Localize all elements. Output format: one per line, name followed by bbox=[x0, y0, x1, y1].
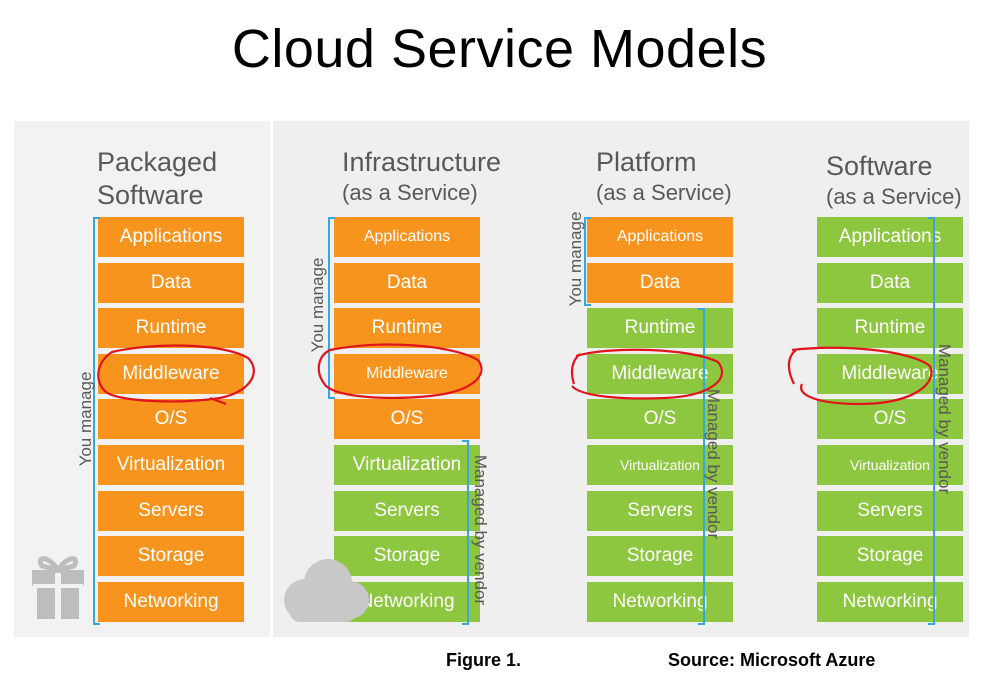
layer-applications: Applications bbox=[817, 217, 963, 257]
source-caption: Source: Microsoft Azure bbox=[668, 650, 876, 670]
layer-virtualization: Virtualization bbox=[587, 445, 733, 485]
layer-virtualization: Virtualization bbox=[334, 445, 480, 485]
layer-runtime: Runtime bbox=[817, 308, 963, 348]
layer-runtime: Runtime bbox=[98, 308, 244, 348]
middleware-circle-annotation bbox=[97, 344, 255, 406]
layer-data: Data bbox=[98, 263, 244, 303]
layer-applications: Applications bbox=[587, 217, 733, 257]
layer-virtualization: Virtualization bbox=[817, 445, 963, 485]
middleware-circle-annotation bbox=[317, 343, 483, 399]
page-title: Cloud Service Models bbox=[231, 19, 768, 79]
column-title-paas: Platform (as a Service) bbox=[596, 146, 732, 207]
layer-data: Data bbox=[817, 263, 963, 303]
figure-caption: Figure 1. bbox=[446, 650, 522, 670]
middleware-circle-annotation bbox=[787, 346, 933, 406]
layer-servers: Servers bbox=[587, 491, 733, 531]
layer-o-s: O/S bbox=[587, 399, 733, 439]
layer-servers: Servers bbox=[334, 491, 480, 531]
layer-virtualization: Virtualization bbox=[98, 445, 244, 485]
gift-icon bbox=[32, 556, 84, 619]
layer-o-s: O/S bbox=[98, 399, 244, 439]
managed-by-vendor-bracket bbox=[928, 217, 935, 625]
layer-servers: Servers bbox=[817, 491, 963, 531]
column-title-line1: Packaged bbox=[97, 147, 218, 177]
layer-middleware: Middleware bbox=[817, 354, 963, 394]
column-title-packaged: Packaged Software bbox=[97, 146, 217, 212]
layer-applications: Applications bbox=[334, 217, 480, 257]
layer-networking: Networking bbox=[587, 582, 733, 622]
layer-networking: Networking bbox=[98, 582, 244, 622]
middleware-circle-annotation bbox=[570, 348, 724, 400]
you-manage-bracket bbox=[584, 217, 591, 306]
layer-data: Data bbox=[334, 263, 480, 303]
column-title-saas: Software (as a Service) bbox=[826, 150, 962, 211]
column-title-iaas: Infrastructure (as a Service) bbox=[342, 146, 501, 207]
managed-by-vendor-bracket bbox=[462, 440, 469, 625]
layer-o-s: O/S bbox=[817, 399, 963, 439]
layer-middleware: Middleware bbox=[587, 354, 733, 394]
column-title-line2: (as a Service) bbox=[826, 184, 962, 209]
column-title-line2: (as a Service) bbox=[596, 180, 732, 205]
layer-data: Data bbox=[587, 263, 733, 303]
column-title-line2: Software bbox=[97, 180, 204, 210]
column-title-line1: Infrastructure bbox=[342, 147, 502, 177]
layer-storage: Storage bbox=[98, 536, 244, 576]
layer-applications: Applications bbox=[98, 217, 244, 257]
cloud-icon bbox=[284, 559, 369, 622]
you-manage-bracket bbox=[328, 217, 335, 399]
layer-servers: Servers bbox=[98, 491, 244, 531]
layer-storage: Storage bbox=[587, 536, 733, 576]
layer-runtime: Runtime bbox=[587, 308, 733, 348]
you-manage-bracket bbox=[93, 217, 100, 625]
layer-runtime: Runtime bbox=[334, 308, 480, 348]
layer-storage: Storage bbox=[334, 536, 480, 576]
layer-o-s: O/S bbox=[334, 399, 480, 439]
layer-networking: Networking bbox=[817, 582, 963, 622]
layer-middleware: Middleware bbox=[98, 354, 244, 394]
column-title-line1: Platform bbox=[596, 147, 697, 177]
layer-storage: Storage bbox=[817, 536, 963, 576]
column-title-line2: (as a Service) bbox=[342, 180, 478, 205]
managed-by-vendor-bracket bbox=[698, 308, 705, 625]
column-title-line1: Software bbox=[826, 151, 933, 181]
layer-middleware: Middleware bbox=[334, 354, 480, 394]
